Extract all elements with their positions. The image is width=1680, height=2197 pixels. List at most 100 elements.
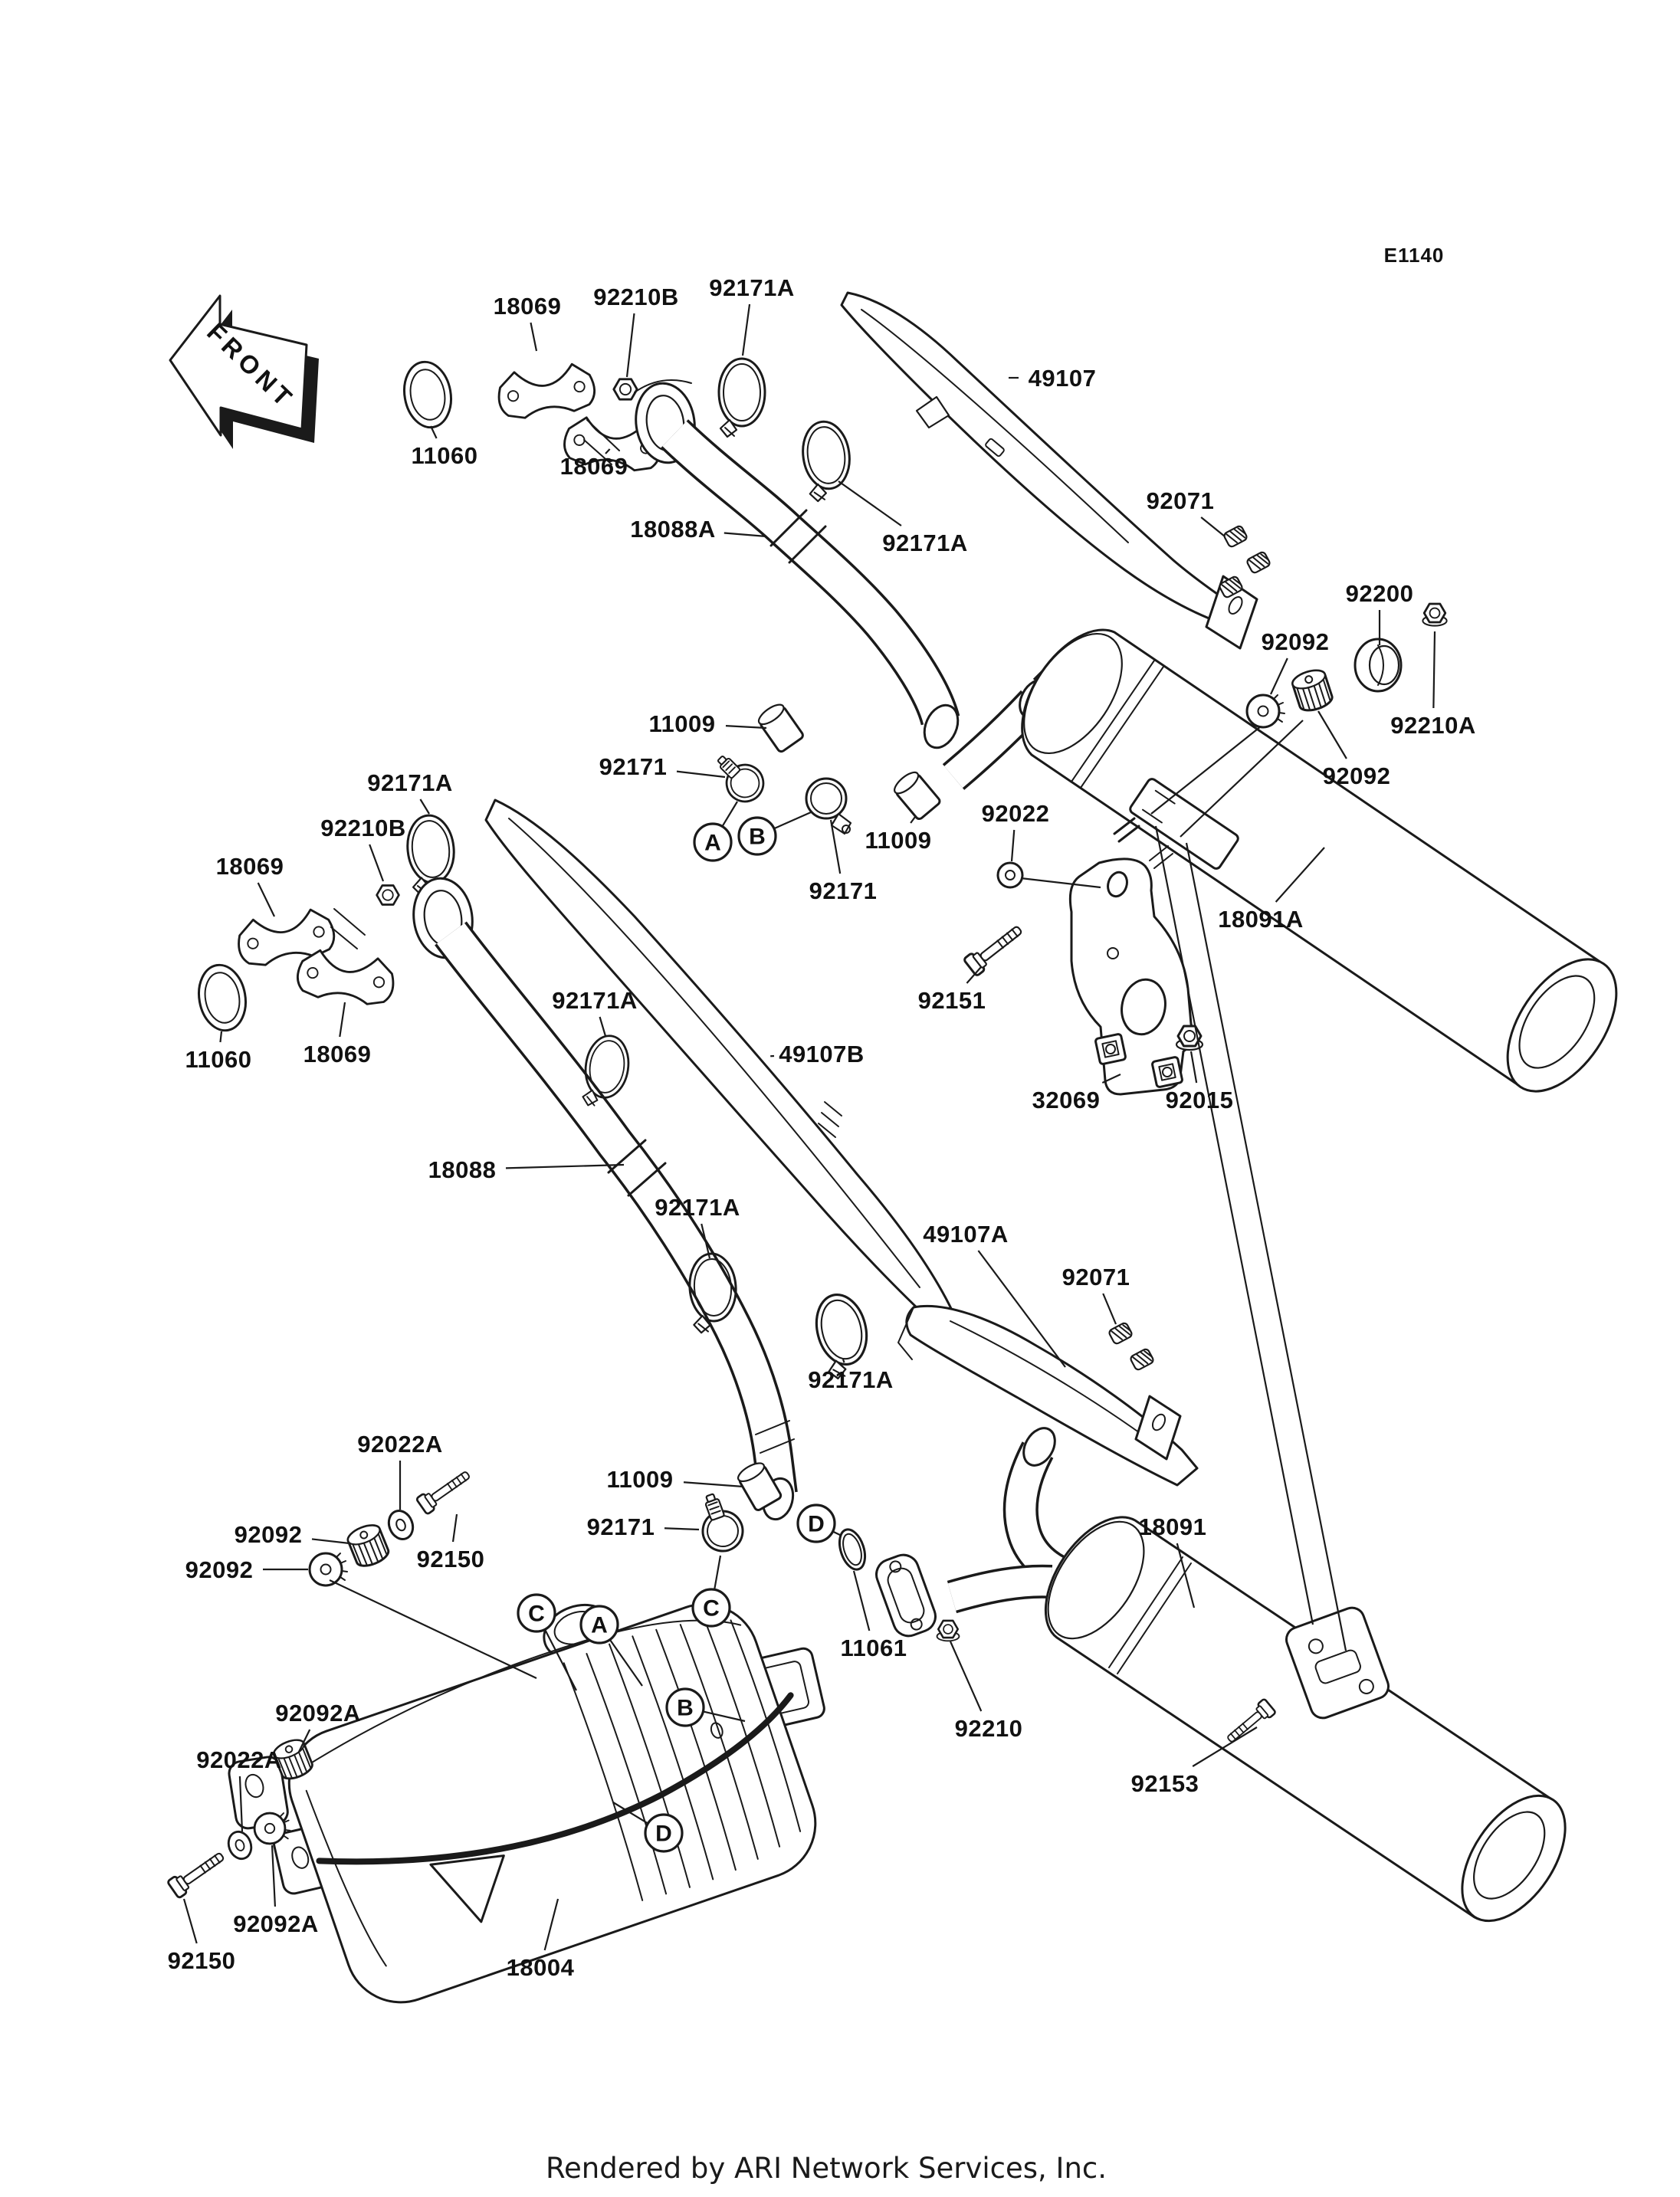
part-label-18088A: 18088A — [630, 516, 716, 543]
leader-line — [451, 1513, 458, 1543]
holder-bracket-18069-lower-b — [294, 946, 398, 1008]
part-label-32069: 32069 — [1032, 1087, 1101, 1113]
bolt-92151 — [962, 919, 1028, 978]
part-label-92150: 92150 — [168, 1947, 236, 1974]
svg-text:A: A — [591, 1613, 608, 1638]
part-label-92171: 92171 — [809, 877, 878, 904]
part-label-11009: 11009 — [607, 1466, 674, 1493]
leader-line — [1176, 1543, 1196, 1608]
cap-92200 — [1354, 638, 1403, 693]
part-label-92015: 92015 — [1166, 1087, 1234, 1113]
leader-line — [683, 1481, 744, 1488]
part-label-11061: 11061 — [841, 1635, 907, 1661]
leader-line — [311, 1538, 350, 1545]
part-label-18088: 18088 — [428, 1156, 497, 1183]
part-label-11060: 11060 — [412, 442, 478, 469]
reference-lines — [329, 720, 1347, 1679]
washer-92092 — [1245, 694, 1286, 729]
part-label-92171: 92171 — [599, 753, 668, 780]
part-label-92150: 92150 — [417, 1546, 485, 1572]
part-label-18004: 18004 — [507, 1954, 575, 1981]
heat-shield-49107 — [840, 291, 1258, 650]
leader-line — [838, 480, 902, 526]
leader-line — [544, 1628, 577, 1691]
callout-D: D — [644, 1813, 684, 1853]
part-label-49107B: 49107B — [779, 1041, 865, 1067]
clamp-92171-c — [693, 1489, 750, 1556]
part-label-11009: 11009 — [649, 710, 716, 737]
leader-line — [271, 1844, 277, 1907]
part-label-92092: 92092 — [1262, 628, 1330, 655]
leader-line — [530, 322, 538, 352]
leader-line — [625, 313, 635, 378]
nut-92210a — [1421, 602, 1449, 627]
leader-line — [829, 819, 842, 874]
leader-line — [599, 1016, 607, 1037]
leader-line — [664, 1527, 700, 1531]
rear-muffler-18091a — [942, 628, 1618, 1093]
part-label-92092: 92092 — [1323, 762, 1391, 789]
leader-line — [419, 798, 430, 815]
dampers-92071-upper — [1217, 523, 1272, 600]
leader-line — [430, 425, 438, 439]
leader-line — [1189, 1051, 1198, 1084]
callout-B: B — [665, 1687, 705, 1727]
callout-C: C — [691, 1588, 731, 1628]
clamp-92171a-upper — [717, 357, 766, 438]
part-label-92200: 92200 — [1346, 580, 1414, 607]
part-label-11009: 11009 — [865, 827, 932, 854]
leader-line — [1101, 1074, 1121, 1084]
damper-92092-mid — [344, 1520, 392, 1571]
washer-92022a-bottom — [224, 1827, 256, 1864]
inlet-flange — [875, 1553, 937, 1638]
leader-line — [238, 1776, 244, 1832]
leader-line — [977, 1250, 1066, 1368]
sleeve-11009-b — [890, 767, 943, 822]
part-label-18069: 18069 — [304, 1041, 372, 1067]
leader-line — [1317, 710, 1347, 759]
sheet-code: E1140 — [1384, 244, 1445, 267]
leader-line — [1192, 1726, 1258, 1767]
part-label-92171A: 92171A — [808, 1366, 894, 1393]
leader-line — [605, 448, 611, 454]
part-label-92210: 92210 — [955, 1715, 1023, 1742]
part-label-18091: 18091 — [1139, 1513, 1207, 1540]
triangle-mark — [429, 1854, 505, 1923]
leader-line — [1010, 829, 1016, 862]
leader-line — [852, 1570, 871, 1631]
svg-text:B: B — [749, 825, 766, 850]
leader-line — [966, 966, 982, 984]
leader-line — [369, 844, 385, 882]
part-label-18069: 18069 — [494, 293, 562, 320]
gasket-ring-11060-lower — [192, 959, 252, 1036]
part-label-92171A: 92171A — [709, 274, 795, 301]
part-label-92071: 92071 — [1147, 487, 1215, 514]
callout-C: C — [517, 1593, 556, 1633]
part-label-92153: 92153 — [1131, 1770, 1199, 1797]
leader-line — [714, 1555, 722, 1590]
part-label-92210A: 92210A — [1390, 712, 1476, 739]
holder-bracket-18069-upper-a — [494, 360, 599, 422]
shield-end-plate — [1134, 1395, 1182, 1461]
svg-text:C: C — [528, 1602, 545, 1627]
leader-line — [339, 1002, 346, 1038]
leader-line — [725, 725, 767, 730]
damper-92092 — [1289, 665, 1336, 716]
part-label-92171A: 92171A — [367, 769, 453, 796]
washer-92022 — [996, 861, 1024, 889]
leader-line — [701, 1223, 711, 1259]
svg-text:B: B — [677, 1696, 694, 1721]
leader-line — [612, 1802, 649, 1825]
leader-line — [505, 1163, 625, 1169]
clamp-92171-b — [805, 777, 852, 835]
dampers-92071-lower — [1107, 1320, 1156, 1372]
part-label-92210B: 92210B — [320, 815, 406, 841]
part-label-92071: 92071 — [1062, 1264, 1130, 1290]
nut-92210 — [936, 1619, 960, 1642]
clamp-92171a-pipe-mid — [579, 1031, 634, 1112]
leader-line — [773, 811, 812, 830]
leader-line — [724, 532, 767, 538]
callout-D: D — [796, 1503, 836, 1543]
front-muffler-18091 — [833, 1427, 1567, 1923]
